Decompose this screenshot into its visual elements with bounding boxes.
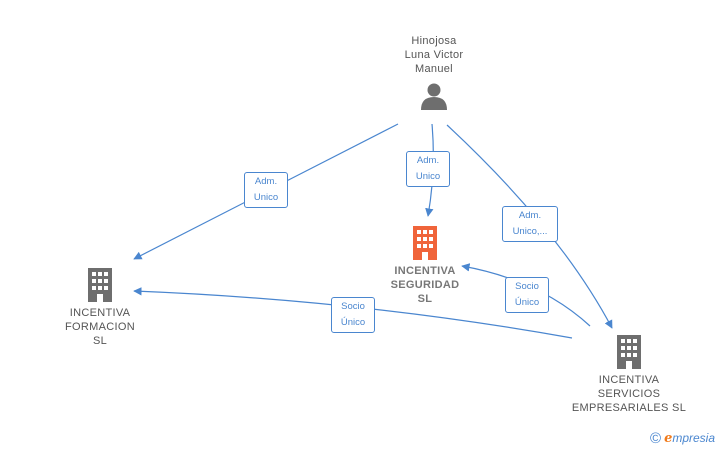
brand-name: mpresia [672,431,716,445]
node-person[interactable]: Hinojosa Luna Victor Manuel [384,34,484,111]
edge-label-person-formacion[interactable]: Adm. Unico [244,172,288,208]
edge-label-servicios-seguridad[interactable]: Socio Único [505,277,549,313]
building-icon [617,335,641,369]
edge-label-line-2: Único [514,297,540,308]
edge-label-line-1: Adm. [518,210,542,221]
building-icon [88,268,112,302]
person-name-line-1: Hinojosa [411,35,457,47]
node-incentiva-formacion[interactable]: INCENTIVA FORMACION SL [50,268,150,348]
edge-label-line-1: Adm. [254,176,278,187]
company-name-line-3: SL [417,293,433,305]
node-incentiva-servicios[interactable]: INCENTIVA SERVICIOS EMPRESARIALES SL [559,335,699,415]
company-name-line-2: SERVICIOS [597,388,661,400]
person-icon [421,83,447,110]
empresia-logo: ©empresia [650,430,715,447]
person-name-line-3: Manuel [415,63,453,75]
company-name: INCENTIVA SERVICIOS EMPRESARIALES SL [559,373,699,415]
edge-label-line-1: Socio [515,281,539,292]
building-icon [413,226,437,260]
node-incentiva-seguridad[interactable]: INCENTIVA SEGURIDAD SL [375,226,475,306]
edge-label-line-2: Unico [253,192,279,203]
company-name-line-1: INCENTIVA [394,265,456,277]
company-name-line-1: INCENTIVA [69,307,131,319]
company-name-line-1: INCENTIVA [598,374,660,386]
edge-label-line-2: Único [340,317,366,328]
brand-initial: e [664,431,673,446]
edge-label-line-2: Unico [415,171,441,182]
company-name-line-2: FORMACION [65,321,135,333]
edge-label-line-2: Unico,... [512,226,548,237]
company-name: INCENTIVA SEGURIDAD SL [375,264,475,306]
person-name: Hinojosa Luna Victor Manuel [384,34,484,76]
company-name: INCENTIVA FORMACION SL [50,306,150,348]
edge-label-line-1: Socio [341,301,365,312]
edge-label-person-servicios[interactable]: Adm. Unico,... [502,206,558,242]
company-name-line-2: SEGURIDAD [390,279,460,291]
edge-label-servicios-formacion[interactable]: Socio Único [331,297,375,333]
edge-label-person-seguridad[interactable]: Adm. Unico [406,151,450,187]
person-name-line-2: Luna Victor [404,49,464,61]
company-name-line-3: EMPRESARIALES SL [571,402,687,414]
copyright-icon: © [650,430,662,447]
edge-label-line-1: Adm. [416,155,440,166]
company-name-line-3: SL [92,335,108,347]
